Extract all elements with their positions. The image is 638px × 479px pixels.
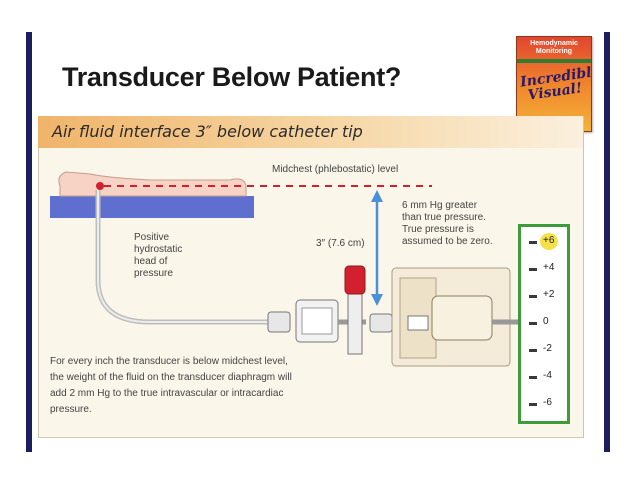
hydrostatic-label: Positive hydrostatic head of pressure	[134, 232, 182, 280]
scale-tick: -2	[521, 343, 567, 357]
diagram-banner	[38, 116, 583, 148]
scale-value: -4	[543, 370, 552, 381]
slide-title: Transducer Below Patient?	[62, 62, 402, 92]
banner-text: Air fluid interface 3″ below catheter ti…	[52, 122, 363, 141]
scale-tick: -4	[521, 370, 567, 384]
bed	[50, 196, 254, 218]
phlebostatic-point	[96, 182, 104, 190]
pressure-note-line: assumed to be zero.	[402, 236, 493, 247]
hydrostatic-label-line: hydrostatic	[134, 244, 183, 255]
book-subtitle: Hemodynamic Monitoring	[517, 40, 591, 56]
scale-value: +4	[543, 262, 555, 273]
pressure-note-line: True pressure is	[402, 224, 474, 235]
catheter-tubing-highlight	[97, 190, 270, 323]
distance-label: 3″ (7.6 cm)	[316, 238, 365, 249]
footnote-line: add 2 mm Hg to the true intravascular or…	[50, 388, 284, 399]
scale-dash	[529, 403, 537, 406]
scale-highlight	[540, 233, 558, 250]
footnote-line: For every inch the transducer is below m…	[50, 356, 288, 367]
hydrostatic-label-line: Positive	[134, 232, 170, 243]
scale-value: 0	[543, 316, 549, 327]
scale-dash	[529, 295, 537, 298]
book-band	[517, 59, 591, 63]
scale-tick: +4	[521, 262, 567, 276]
scale-dash	[529, 349, 537, 352]
scale-dash	[529, 376, 537, 379]
distance-arrow-down-head	[371, 294, 383, 306]
left-frame-bar	[26, 32, 32, 452]
right-frame-bar	[604, 32, 610, 452]
stopcock-cap	[344, 265, 366, 295]
transducer-diaphragm	[431, 295, 493, 341]
scale-dash	[529, 322, 537, 325]
connector-2	[369, 313, 393, 333]
transducer-port	[407, 315, 429, 331]
scale-tick: 0	[521, 316, 567, 330]
footnote-line: pressure.	[50, 404, 92, 415]
connector-1	[267, 311, 291, 333]
footnote-line: the weight of the fluid on the transduce…	[50, 372, 292, 383]
hydrostatic-label-line: pressure	[134, 268, 173, 279]
patient-figure	[58, 171, 247, 197]
pressure-note: 6 mm Hg greater than true pressure. True…	[402, 200, 493, 248]
scale-dash	[529, 241, 537, 244]
hydrostatic-label-line: head of	[134, 256, 168, 267]
scale-value: +6	[543, 235, 555, 246]
book-line-2: Monitoring	[535, 48, 573, 55]
scale-value: -2	[543, 343, 552, 354]
flush-device-window	[301, 307, 333, 335]
book-line-1: Hemodynamic	[530, 40, 578, 47]
distance-arrow-up-head	[371, 190, 383, 202]
scale-value: +2	[543, 289, 555, 300]
scale-tick: +2	[521, 289, 567, 303]
pressure-note-line: than true pressure.	[402, 212, 486, 223]
midchest-label: Midchest (phlebostatic) level	[272, 164, 399, 175]
pressure-note-line: 6 mm Hg greater	[402, 200, 478, 211]
footnote: For every inch the transducer is below m…	[50, 354, 360, 418]
pressure-scale: +6 +4 +2 0 -2 -4 -6	[518, 224, 570, 424]
scale-dash	[529, 268, 537, 271]
scale-tick: +6	[521, 233, 567, 250]
scale-value: -6	[543, 397, 552, 408]
scale-tick: -6	[521, 397, 567, 411]
